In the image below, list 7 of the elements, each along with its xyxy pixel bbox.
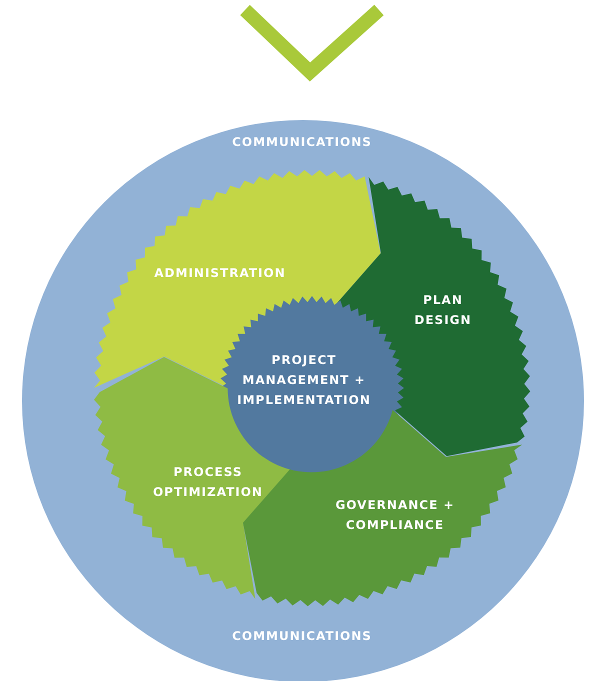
ring-label: COMMUNICATIONS (231, 628, 373, 645)
segment-label: GOVERNANCE + COMPLIANCE (334, 496, 456, 534)
ring-label: COMMUNICATIONS (231, 134, 373, 151)
center-label: PROJECT MANAGEMENT + IMPLEMENTATION (236, 352, 372, 409)
segment-label: PROCESS OPTIMIZATION (152, 464, 264, 501)
segment-label: ADMINISTRATION (153, 264, 287, 282)
segment-label: PLAN DESIGN (413, 292, 473, 329)
